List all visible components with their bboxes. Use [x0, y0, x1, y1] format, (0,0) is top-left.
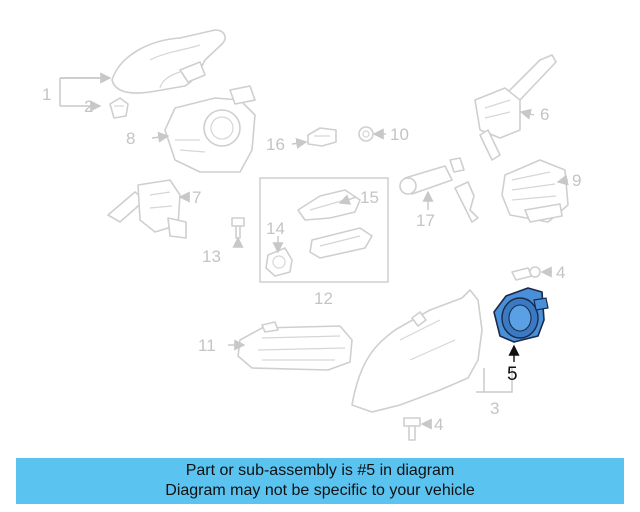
callout-1: 1 [42, 85, 51, 104]
part-8-housing [164, 85, 256, 173]
part-9-switch-module [501, 159, 569, 223]
part-7-signal-switch [107, 179, 187, 239]
callout-12: 12 [314, 289, 333, 308]
callout-6: 6 [540, 105, 549, 124]
banner-line-2: Diagram may not be specific to your vehi… [165, 482, 475, 499]
part-4-bolt-upper [511, 266, 541, 281]
part-10-nut [358, 126, 374, 142]
callout-17: 17 [416, 211, 435, 230]
part-17-key-cylinder [399, 157, 479, 223]
callout-9: 9 [572, 171, 581, 190]
callout-10: 10 [390, 125, 409, 144]
part-13-bolt [231, 217, 245, 239]
callout-8: 8 [126, 129, 135, 148]
callout-4-upper: 4 [556, 263, 565, 282]
part-2-clip [109, 97, 129, 119]
banner-line-1: Part or sub-assembly is #5 in diagram [185, 462, 455, 479]
part-3-lower-trim [351, 289, 483, 413]
part-12-group-box [259, 177, 389, 283]
callout-11: 11 [198, 336, 216, 355]
part-4-bolt-lower [403, 417, 421, 441]
callout-15: 15 [360, 188, 379, 207]
callout-7: 7 [192, 188, 201, 207]
part-16-bracket [307, 127, 337, 147]
part-5-highlighted[interactable] [493, 287, 549, 343]
info-banner: Part or sub-assembly is #5 in diagram Di… [16, 458, 624, 504]
leader-lines [59, 72, 569, 430]
callout-3: 3 [490, 399, 499, 418]
part-14-lock-cylinder [265, 227, 373, 277]
callout-labels: 1 2 8 16 10 6 7 13 15 14 12 17 9 4 11 3 … [42, 85, 581, 434]
callout-2: 2 [84, 97, 93, 116]
part-15-lock-bracket [297, 189, 361, 221]
callout-4-lower: 4 [434, 415, 443, 434]
callout-5: 5 [507, 364, 518, 385]
callout-16: 16 [266, 135, 285, 154]
callout-13: 13 [202, 247, 221, 266]
callout-14: 14 [266, 219, 285, 238]
part-1-upper-cover [111, 29, 226, 94]
part-11-control-module [237, 321, 353, 371]
part-6-wiper-switch [474, 54, 557, 161]
